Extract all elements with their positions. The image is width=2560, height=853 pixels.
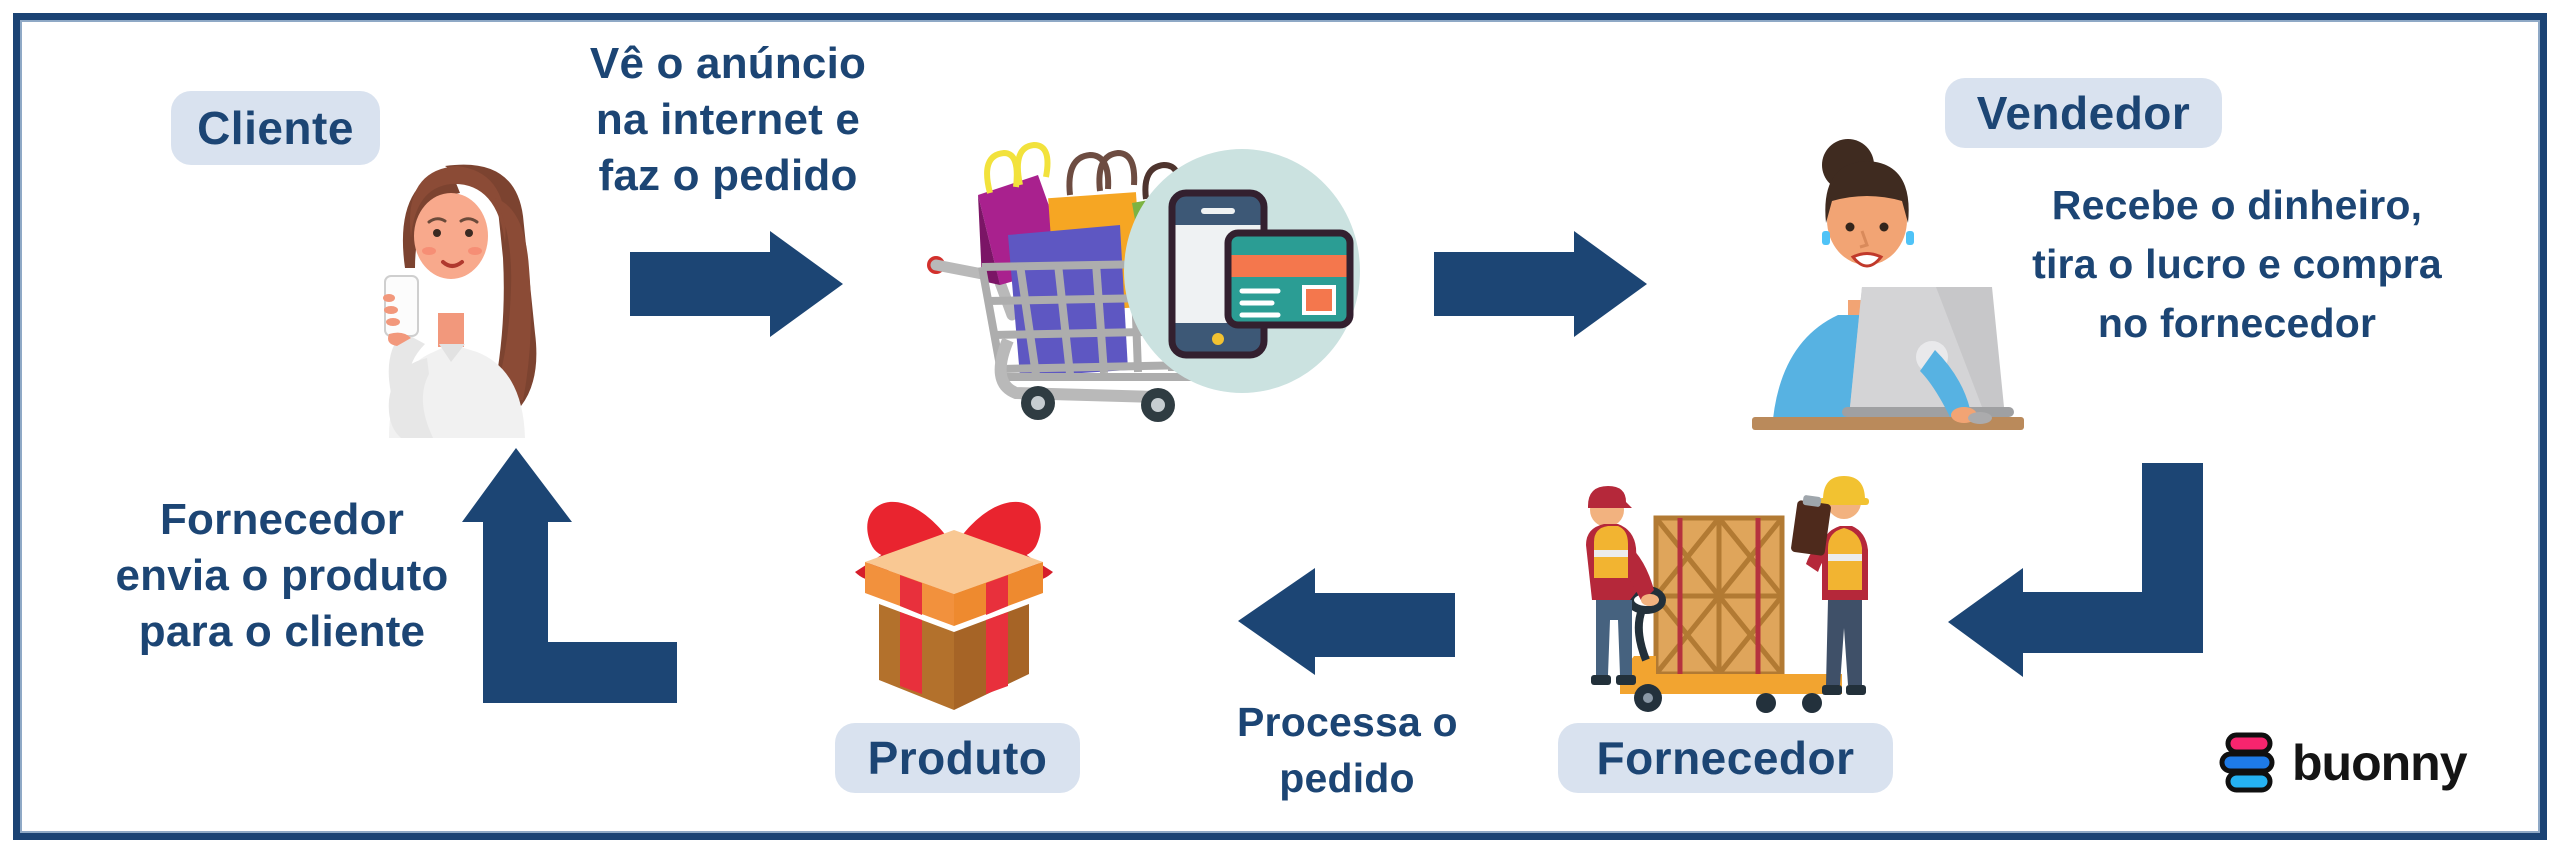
arrow-right-icon [1434,231,1647,337]
step-line: faz o pedido [598,151,858,200]
node-label-text: Cliente [197,102,354,154]
warehouse-workers-crates-illustration [1560,450,1900,715]
gift-box-icon [843,462,1065,710]
step-line: para o cliente [138,607,426,656]
node-label-text: Vendedor [1976,87,2191,139]
step-line: envia o produto [115,551,449,600]
woman-with-phone-illustration [345,138,575,438]
step-line: Processa o [1237,699,1458,745]
arrow-elbow-up-icon [462,448,677,703]
node-label-produto: Produto [835,723,1080,793]
buonny-logo-icon [2219,732,2275,793]
step-line: Fornecedor [159,495,405,544]
step-line: Recebe o dinheiro, [2051,182,2423,228]
step-line: Vê o anúncio [589,39,867,88]
arrow-elbow-down-left-icon [1948,463,2204,678]
node-label-vendedor: Vendedor [1945,78,2222,148]
step-line: pedido [1279,755,1415,801]
node-label-text: Produto [867,732,1048,784]
arrow-right-icon [630,231,843,337]
woman-at-laptop-illustration [1750,135,2030,430]
node-label-text: Fornecedor [1596,732,1855,784]
shopping-cart-with-bags-illustration [920,115,1370,425]
diagram-border [13,13,2547,840]
arrow-left-icon [1238,568,1455,675]
step-caption-see-ad: Vê o anúncio na internet e faz o pedido [545,36,911,204]
mobile-payment-icon [1168,189,1354,359]
node-label-cliente: Cliente [171,91,380,165]
step-line: tira o lucro e compra [2032,241,2442,287]
buonny-logo-text: buonny [2292,735,2468,791]
node-label-fornecedor: Fornecedor [1558,723,1893,793]
step-caption-receives-money: Recebe o dinheiro, tira o lucro e compra… [2025,176,2449,353]
step-caption-processes-order: Processa o pedido [1237,694,1458,806]
buonny-logo: buonny [2218,731,2468,795]
step-line: no fornecedor [2097,300,2377,346]
step-caption-supplier-ships: Fornecedor envia o produto para o client… [92,492,472,660]
step-line: na internet e [595,95,861,144]
